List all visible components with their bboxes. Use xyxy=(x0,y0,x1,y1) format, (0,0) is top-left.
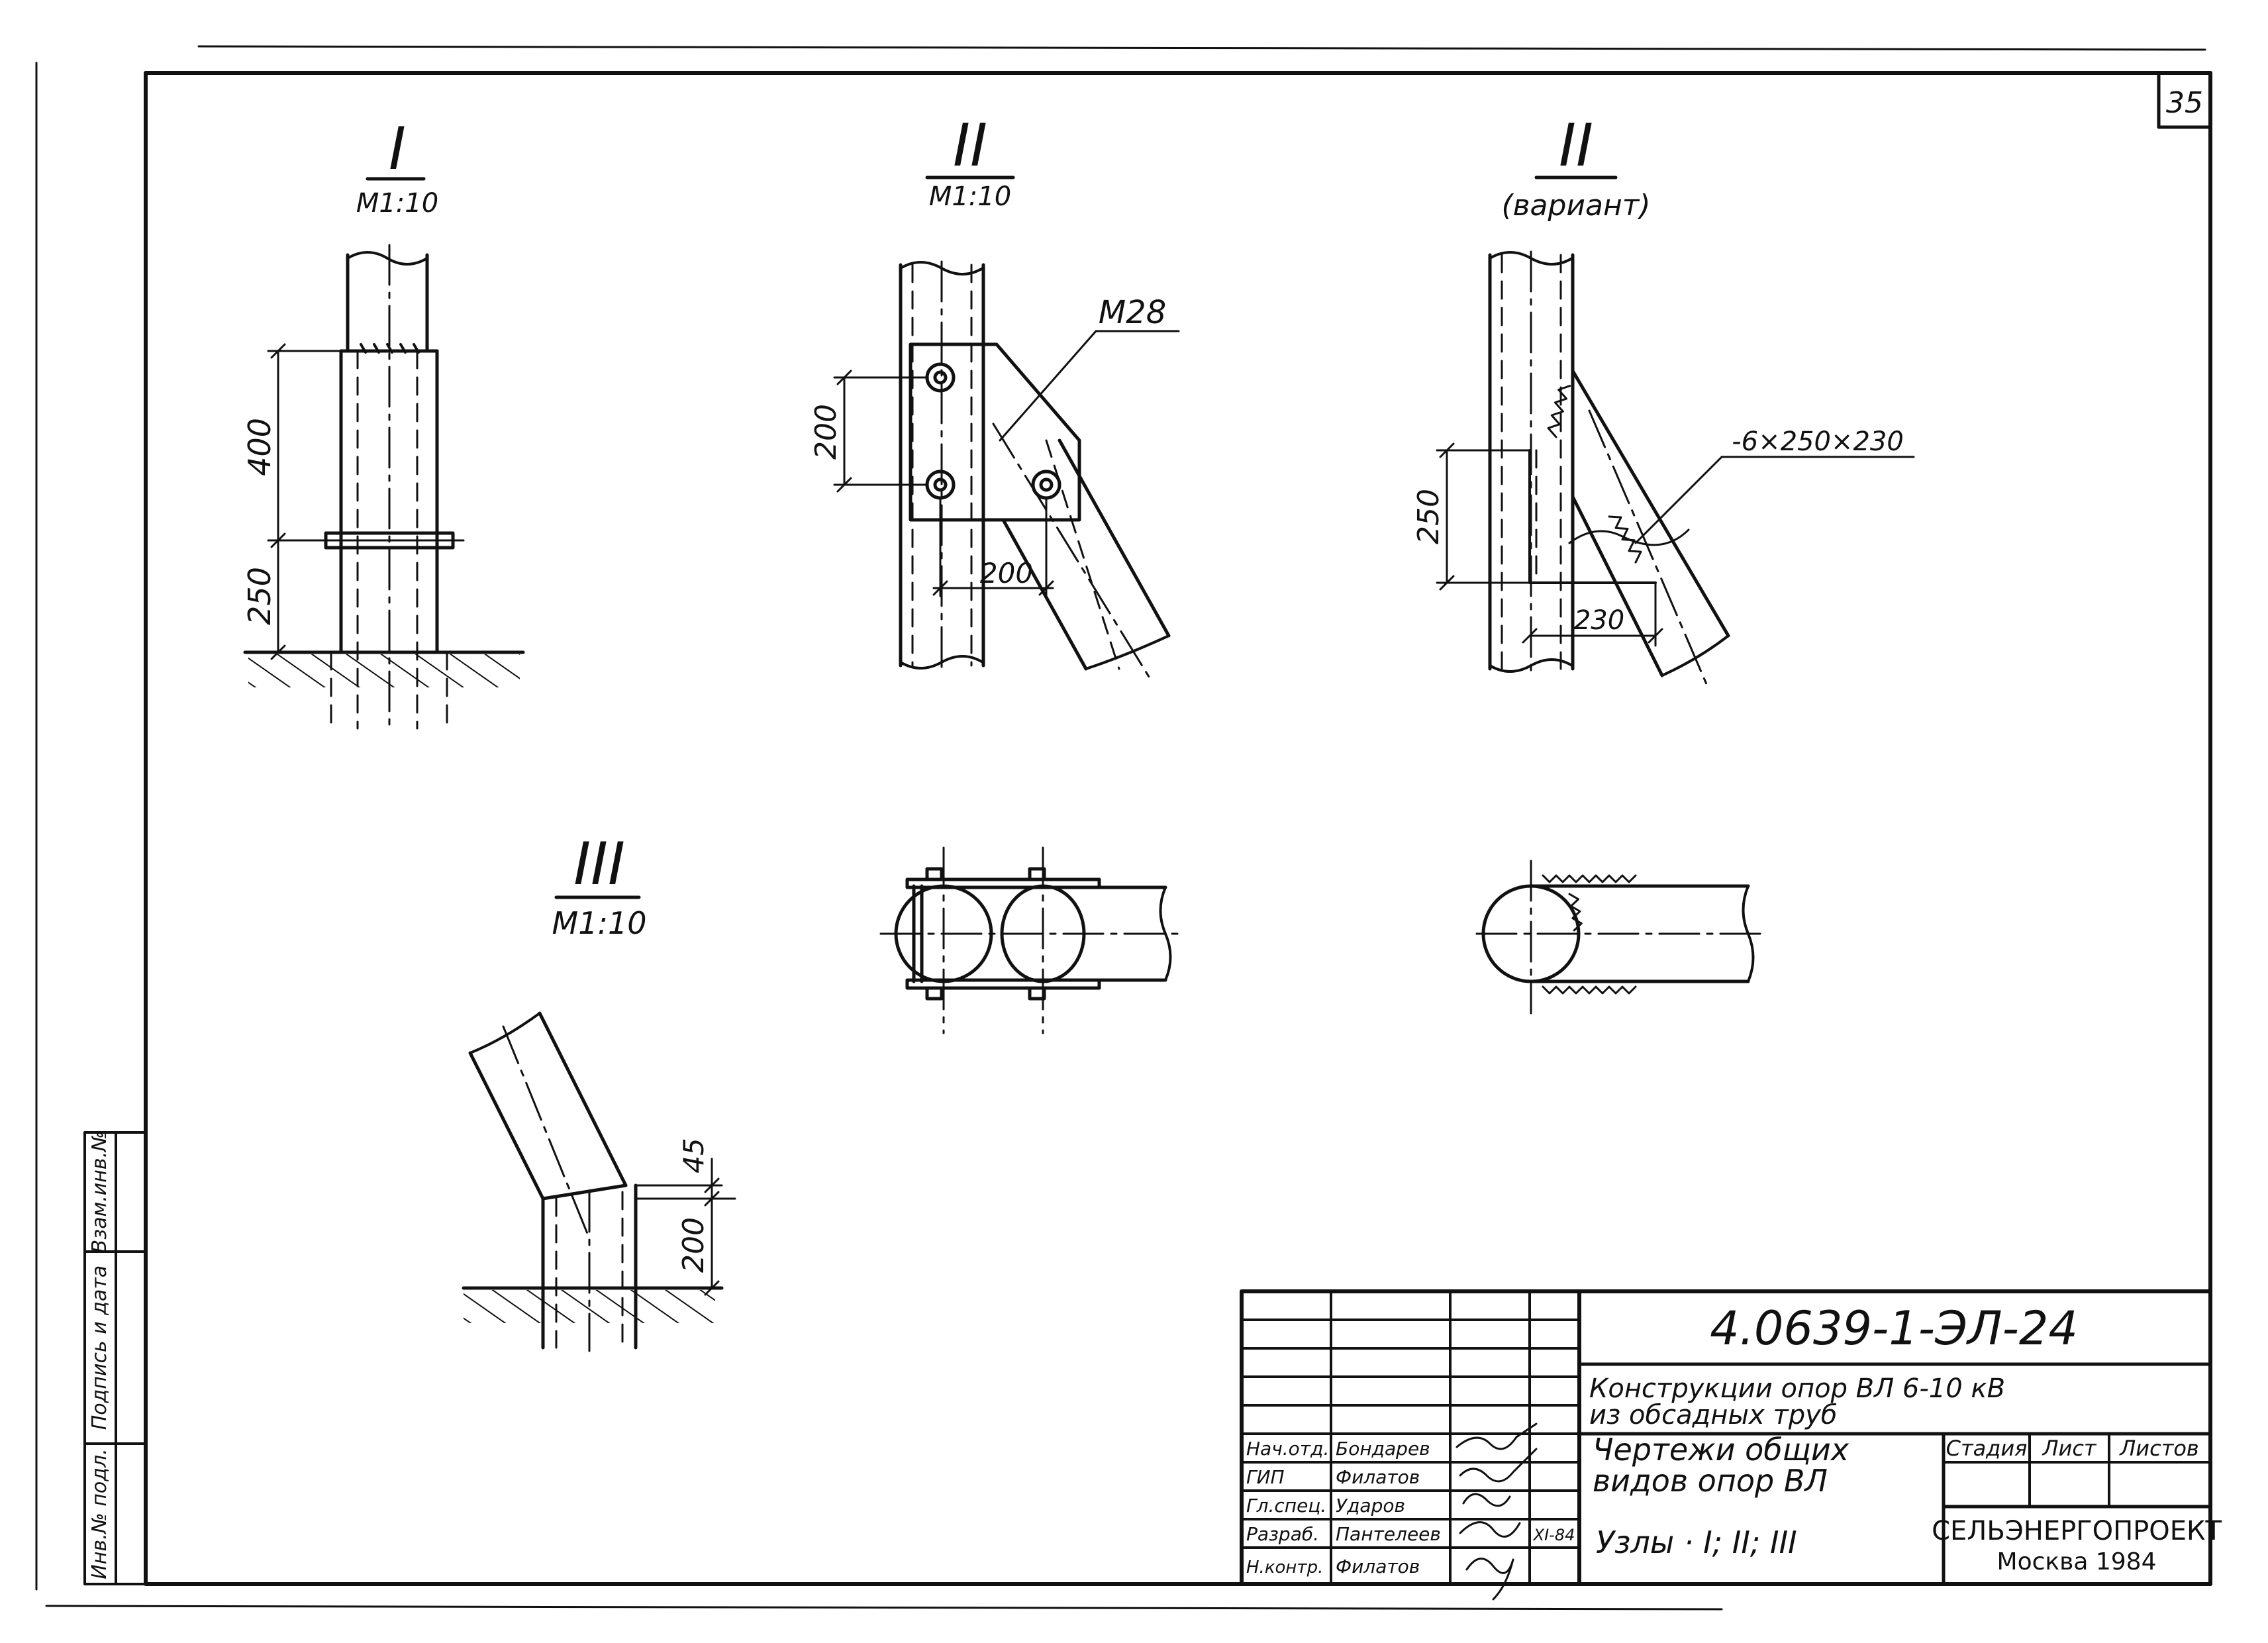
drawing-title-line2: видов опор ВЛ xyxy=(1593,1463,1828,1499)
node1-scale: М1:10 xyxy=(356,188,438,219)
view-node-1: I М1:10 xyxy=(242,115,525,730)
project-title-line2: из обсадных труб xyxy=(1589,1400,1837,1430)
signatory-role-2: ГИП xyxy=(1246,1466,1285,1488)
node2v-subtitle: (вариант) xyxy=(1501,189,1650,223)
project-title-line1: Конструкции опор ВЛ 6-10 кВ xyxy=(1589,1373,2005,1404)
sheets-header: Листов xyxy=(2119,1436,2199,1461)
signatory-name-1: Бондарев xyxy=(1336,1438,1430,1460)
side-stamp-sign: Подпись и дата xyxy=(88,1266,111,1430)
signatures xyxy=(1455,1422,1538,1601)
organization-name: СЕЛЬЭНЕРГОПРОЕКТ xyxy=(1932,1516,2222,1546)
node2v-dim-horizontal: 230 xyxy=(1574,605,1624,636)
stage-header: Стадия xyxy=(1946,1436,2028,1461)
node2v-plate-label: -6×250×230 xyxy=(1732,426,1904,457)
node1-title: I xyxy=(389,115,406,183)
node3-title: III xyxy=(573,830,625,898)
signatory-role-1: Нач.отд. xyxy=(1246,1438,1329,1460)
signatory-role-4: Разраб. xyxy=(1246,1523,1319,1545)
title-block-grid xyxy=(1240,1289,2212,1586)
organization-city-year: Москва 1984 xyxy=(1997,1548,2157,1575)
drawing-frame xyxy=(144,71,2212,1586)
node2v-dim-vertical: 250 xyxy=(1412,489,1446,544)
drawing-title-line1: Чертежи общих xyxy=(1593,1432,1849,1468)
view-node-2-variant: II (вариант) -6× xyxy=(1412,111,1915,1015)
drawing-title-line3: Узлы · I; II; III xyxy=(1596,1524,1797,1560)
node3-dim-top: 45 xyxy=(677,1138,710,1173)
sheet-number-box: 35 xyxy=(2157,71,2212,129)
signatory-name-3: Ударов xyxy=(1336,1495,1405,1517)
sheet-trim-lines xyxy=(35,45,2206,1611)
node1-dim-lower: 250 xyxy=(242,567,277,625)
sheet-number: 35 xyxy=(2166,86,2203,120)
node2-scale: М1:10 xyxy=(929,181,1011,212)
sign-date: XI-84 xyxy=(1532,1526,1575,1544)
drawing-code: 4.0639-1-ЭЛ-24 xyxy=(1710,1301,2078,1356)
node1-dim-upper: 400 xyxy=(242,418,277,476)
node2-bolt-label: М28 xyxy=(1099,294,1167,331)
view-node-3: III М1:10 45 200 xyxy=(462,830,736,1352)
signatory-name-2: Филатов xyxy=(1336,1466,1420,1488)
side-stamp-inv: Инв.№ подл. xyxy=(88,1448,111,1579)
signatory-name-4: Пантелеев xyxy=(1336,1523,1441,1545)
sheet-header: Лист xyxy=(2042,1436,2096,1461)
node2-title: II xyxy=(953,111,987,179)
side-stamp xyxy=(83,1131,147,1585)
node3-scale: М1:10 xyxy=(552,905,647,941)
node2-dim-horizontal: 200 xyxy=(980,557,1033,589)
signatory-role-3: Гл.спец. xyxy=(1246,1495,1326,1517)
node2-dim-vertical: 200 xyxy=(809,404,843,460)
node3-dim-bottom: 200 xyxy=(677,1217,711,1273)
signatory-name-5: Филатов xyxy=(1336,1556,1420,1577)
side-stamp-replace: Взам.инв.№ xyxy=(88,1131,111,1254)
signatory-role-5: Н.контр. xyxy=(1246,1558,1323,1577)
node2v-title: II xyxy=(1559,111,1593,179)
view-node-2: II М1:10 М28 xyxy=(809,111,1187,1034)
